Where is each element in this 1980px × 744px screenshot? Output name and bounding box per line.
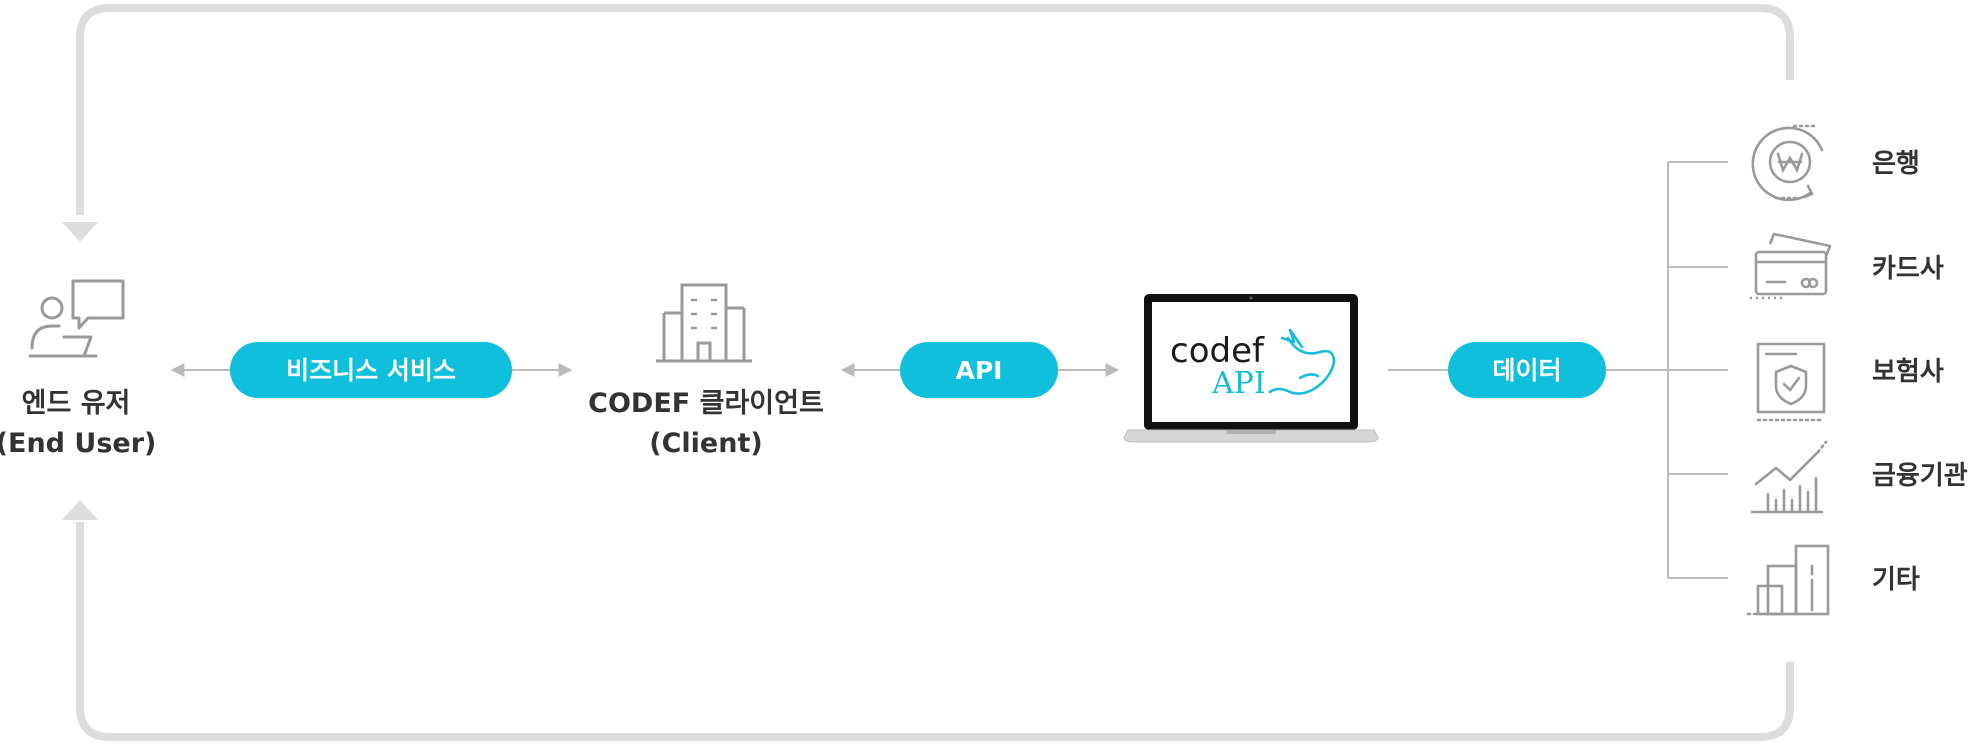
codef-laptop: codef API xyxy=(1123,294,1379,443)
loop-arrow-down-icon xyxy=(62,222,98,242)
won-coin-icon xyxy=(1751,124,1824,202)
end-user-label-line2: (End User) xyxy=(0,428,156,459)
client-label-line2: (Client) xyxy=(649,428,762,459)
category-label-bank: 은행 xyxy=(1872,149,1920,179)
data-link: 데이터 xyxy=(1388,342,1668,398)
client-node: CODEF 클라이언트 (Client) xyxy=(588,283,824,459)
credit-card-icon xyxy=(1750,232,1832,300)
laptop-screen xyxy=(1152,302,1350,422)
category-card: 카드사 xyxy=(1750,232,1944,300)
data-link-label: 데이터 xyxy=(1492,356,1561,385)
client-label-line1: CODEF 클라이언트 xyxy=(588,388,824,419)
end-user-label-line1: 엔드 유저 xyxy=(22,388,131,419)
api-link-label: API xyxy=(956,356,1003,385)
buildings-icon xyxy=(1746,544,1830,616)
category-insurance: 보험사 xyxy=(1756,342,1944,422)
category-bank: 은행 xyxy=(1751,124,1920,202)
category-label-card: 카드사 xyxy=(1872,254,1944,284)
category-label-insurance: 보험사 xyxy=(1872,357,1944,387)
growth-chart-icon xyxy=(1750,440,1828,514)
rhino-icon xyxy=(1268,328,1336,395)
return-flow-loop xyxy=(62,4,1794,741)
codef-logo-api: API xyxy=(1211,366,1266,401)
category-bracket xyxy=(1667,161,1728,579)
api-pill xyxy=(900,342,1058,398)
loop-arrow-up-icon xyxy=(62,500,98,520)
business-service-pill xyxy=(230,342,512,398)
category-label-others: 기타 xyxy=(1872,565,1920,595)
building-icon xyxy=(656,283,752,363)
category-financial: 금융기관 xyxy=(1750,440,1968,514)
api-link: API xyxy=(840,342,1120,398)
data-pill xyxy=(1448,342,1606,398)
user-chat-icon xyxy=(28,279,125,358)
business-service-label: 비즈니스 서비스 xyxy=(286,356,456,385)
business-service-link: 비즈니스 서비스 xyxy=(170,342,573,398)
end-user-node: 엔드 유저 (End User) xyxy=(0,279,156,459)
codef-logo-word: codef xyxy=(1170,331,1265,371)
category-label-financial: 금융기관 xyxy=(1872,461,1968,491)
category-others: 기타 xyxy=(1746,544,1920,616)
shield-document-icon xyxy=(1756,342,1826,422)
